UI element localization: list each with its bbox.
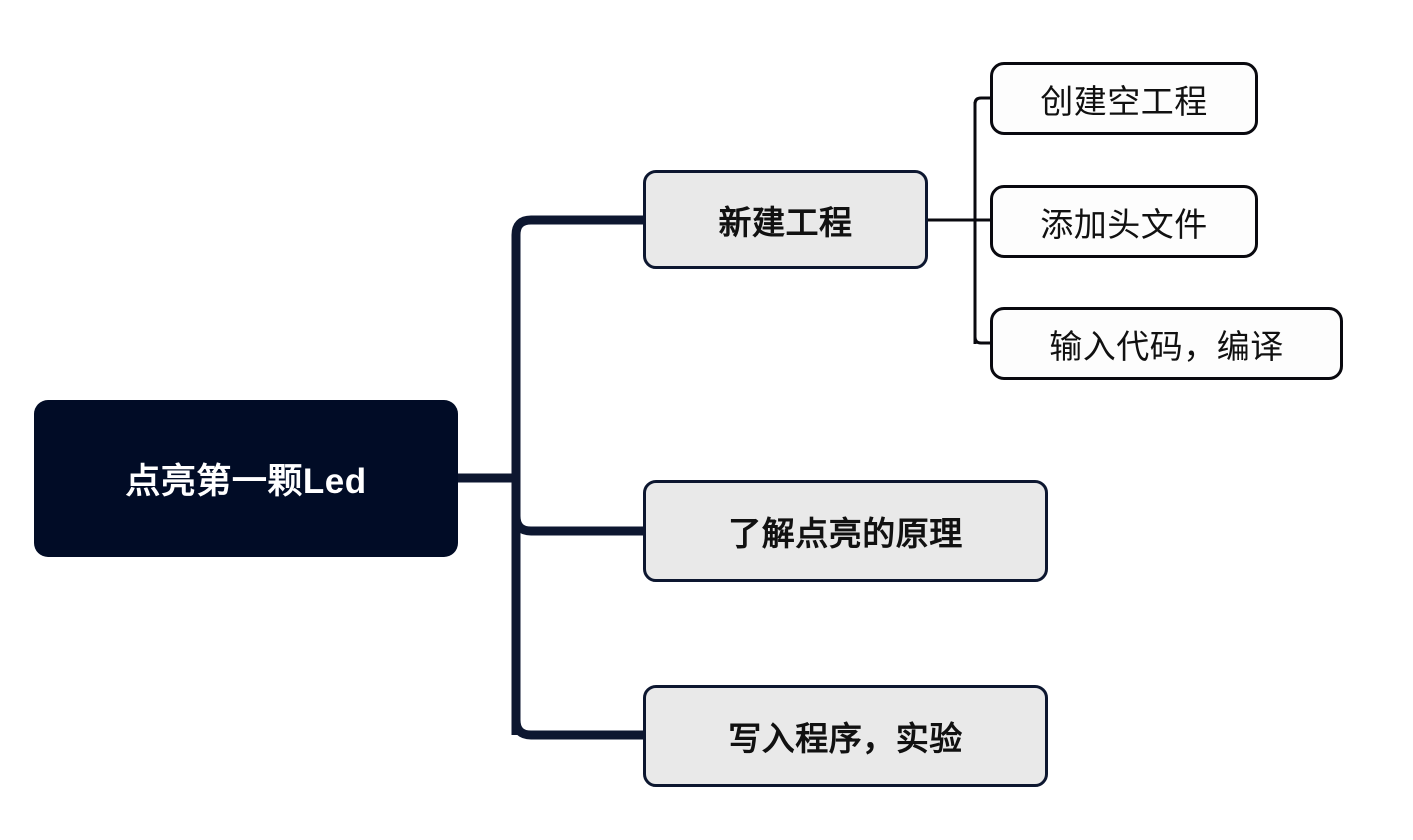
mindmap-leaf-label-1: 创建空工程 — [1040, 82, 1208, 120]
mindmap-root-label: 点亮第一颗Led — [125, 462, 367, 501]
mindmap-branch-label-2: 了解点亮的原理 — [728, 515, 963, 552]
connector-branch-3 — [511, 719, 643, 740]
mindmap-branch-label-1: 新建工程 — [718, 203, 853, 241]
mindmap-branch-label-3: 写入程序，实验 — [728, 720, 963, 757]
mindmap-leaf-node-1[interactable]: 创建空工程 — [990, 62, 1258, 135]
connector-branch-1 — [511, 215, 643, 253]
mindmap-branch-node-2[interactable]: 了解点亮的原理 — [643, 480, 1048, 582]
mindmap-leaf-node-2[interactable]: 添加头文件 — [990, 185, 1258, 258]
mindmap-branch-node-1[interactable]: 新建工程 — [643, 170, 928, 269]
mindmap-branch-node-3[interactable]: 写入程序，实验 — [643, 685, 1048, 787]
mindmap-leaf-label-3: 输入代码，编译 — [1049, 327, 1284, 365]
mindmap-root-node[interactable]: 点亮第一颗Led — [34, 400, 458, 557]
mindmap-leaf-node-3[interactable]: 输入代码，编译 — [990, 307, 1343, 380]
mindmap-leaf-label-2: 添加头文件 — [1040, 205, 1208, 243]
connector-branch-2 — [511, 515, 643, 536]
